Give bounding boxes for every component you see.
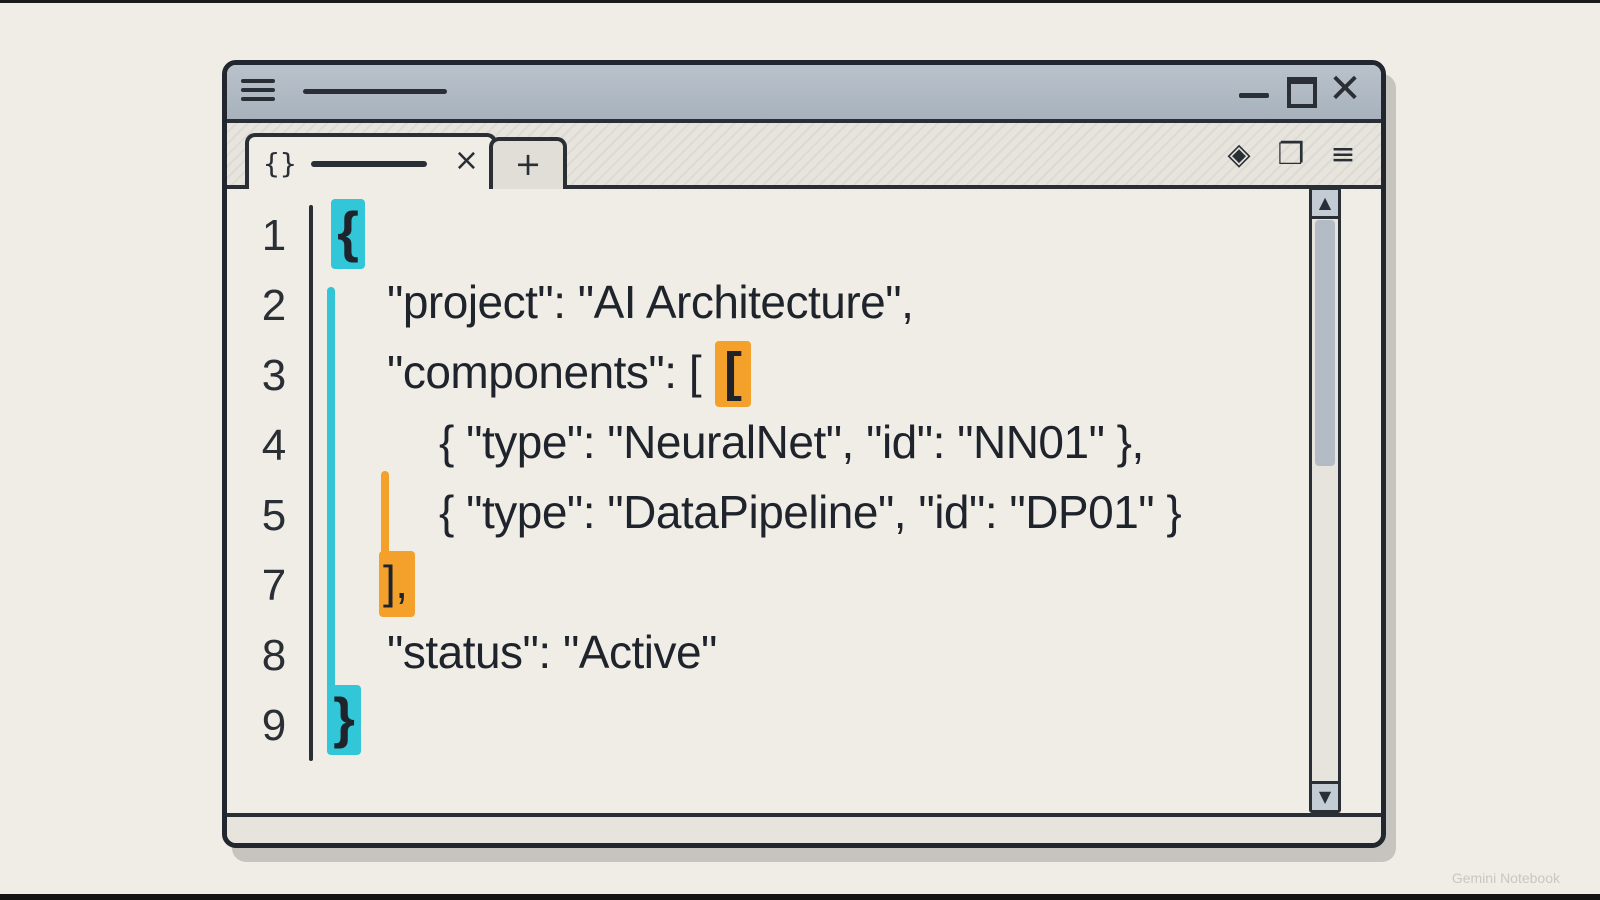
code-line: "project": "AI Architecture",: [387, 276, 914, 328]
bracket-scope-guide: [381, 471, 389, 595]
scroll-thumb[interactable]: [1315, 220, 1335, 466]
line-number: 4: [261, 421, 287, 470]
line-number: 8: [261, 631, 287, 680]
new-tab-button[interactable]: +: [489, 137, 567, 189]
open-brace-highlight: {: [331, 199, 365, 269]
close-brace-highlight: }: [327, 685, 361, 755]
watermark: Gemini Notebook: [1451, 870, 1560, 886]
tab-json-file[interactable]: {} ×: [245, 133, 497, 193]
scroll-down-arrow-icon[interactable]: ▼: [1312, 781, 1338, 810]
top-edge: [0, 0, 1600, 3]
window-title-placeholder: [303, 89, 447, 94]
code-line: "components": [: [387, 346, 702, 398]
title-bar: ✕: [227, 65, 1381, 123]
line-number: 3: [261, 351, 287, 400]
diamond-icon[interactable]: ◈: [1227, 137, 1251, 172]
maximize-button[interactable]: [1287, 77, 1317, 108]
code-line: "status": "Active": [387, 626, 717, 678]
menu-icon[interactable]: ≡: [1330, 137, 1356, 172]
copy-icon[interactable]: ❐: [1277, 137, 1305, 172]
code-line: { "type": "NeuralNet", "id": "NN01" },: [439, 416, 1144, 468]
tab-title-placeholder: [311, 161, 427, 167]
code-line: ],: [383, 556, 408, 608]
line-number: 9: [261, 701, 287, 750]
line-number: 1: [261, 211, 287, 260]
gutter-divider: [309, 205, 313, 761]
open-bracket-highlight: [: [715, 341, 751, 407]
close-bracket-highlight: [379, 551, 415, 617]
line-number: 2: [261, 281, 287, 330]
braces-icon: {}: [263, 147, 297, 180]
code-editor[interactable]: 1 2 3 4 5 7 8 9 { "project": "AI Archite…: [227, 187, 1381, 813]
code-line: { "type": "DataPipeline", "id": "DP01" }: [439, 486, 1182, 538]
bottom-edge: [0, 894, 1600, 900]
line-number: 7: [261, 561, 287, 610]
editor-window: ✕ {} × + ◈ ❐ ≡ 1 2 3 4 5 7 8 9 { "projec…: [222, 60, 1386, 848]
line-number: 5: [261, 491, 287, 540]
scroll-up-arrow-icon[interactable]: ▲: [1312, 190, 1338, 219]
minimize-button[interactable]: [1239, 93, 1269, 98]
vertical-scrollbar[interactable]: ▲ ▼: [1309, 187, 1341, 813]
tab-bar: {} × + ◈ ❐ ≡: [227, 123, 1381, 193]
close-tab-icon[interactable]: ×: [453, 143, 479, 178]
close-window-button[interactable]: ✕: [1328, 66, 1362, 112]
brace-scope-guide: [327, 287, 335, 691]
status-bar: [227, 813, 1381, 843]
app-menu-icon[interactable]: [241, 79, 275, 103]
